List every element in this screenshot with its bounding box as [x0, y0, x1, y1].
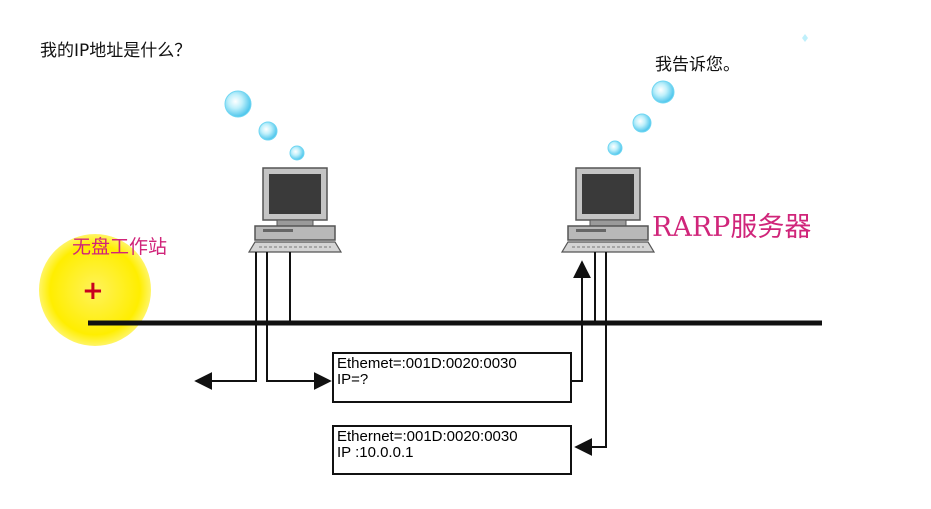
reply-ip-field: IP :10.0.0.1 [337, 444, 414, 461]
server-answer-text: 我告诉您。 [655, 55, 740, 75]
client-connections [194, 252, 332, 390]
computer-icon [560, 167, 656, 253]
cursor-plus-icon: + [82, 276, 104, 306]
reply-ethernet-field: Ethernet=:001D:0020:0030 [337, 428, 518, 445]
request-ip-field: IP=? [337, 371, 369, 388]
rarp-request-packet: Ethemet=:001D:0020:0030 IP=? [332, 352, 572, 403]
server-connections [572, 252, 607, 456]
thought-bubble-icon [224, 90, 305, 161]
workstation-label: 无盘工作站 [72, 236, 168, 258]
rarp-reply-packet: Ethernet=:001D:0020:0030 IP :10.0.0.1 [332, 425, 572, 475]
client-question-text: 我的IP地址是什么？ [40, 41, 192, 61]
request-ethernet-field: Ethemet=:001D:0020:0030 [337, 355, 517, 372]
thought-bubble-icon [607, 80, 675, 156]
rarp-server-label: RARP服务器 [652, 212, 812, 243]
computer-icon [247, 167, 343, 253]
workstation-highlight [39, 234, 151, 346]
thought-bubble-icon [802, 34, 808, 42]
